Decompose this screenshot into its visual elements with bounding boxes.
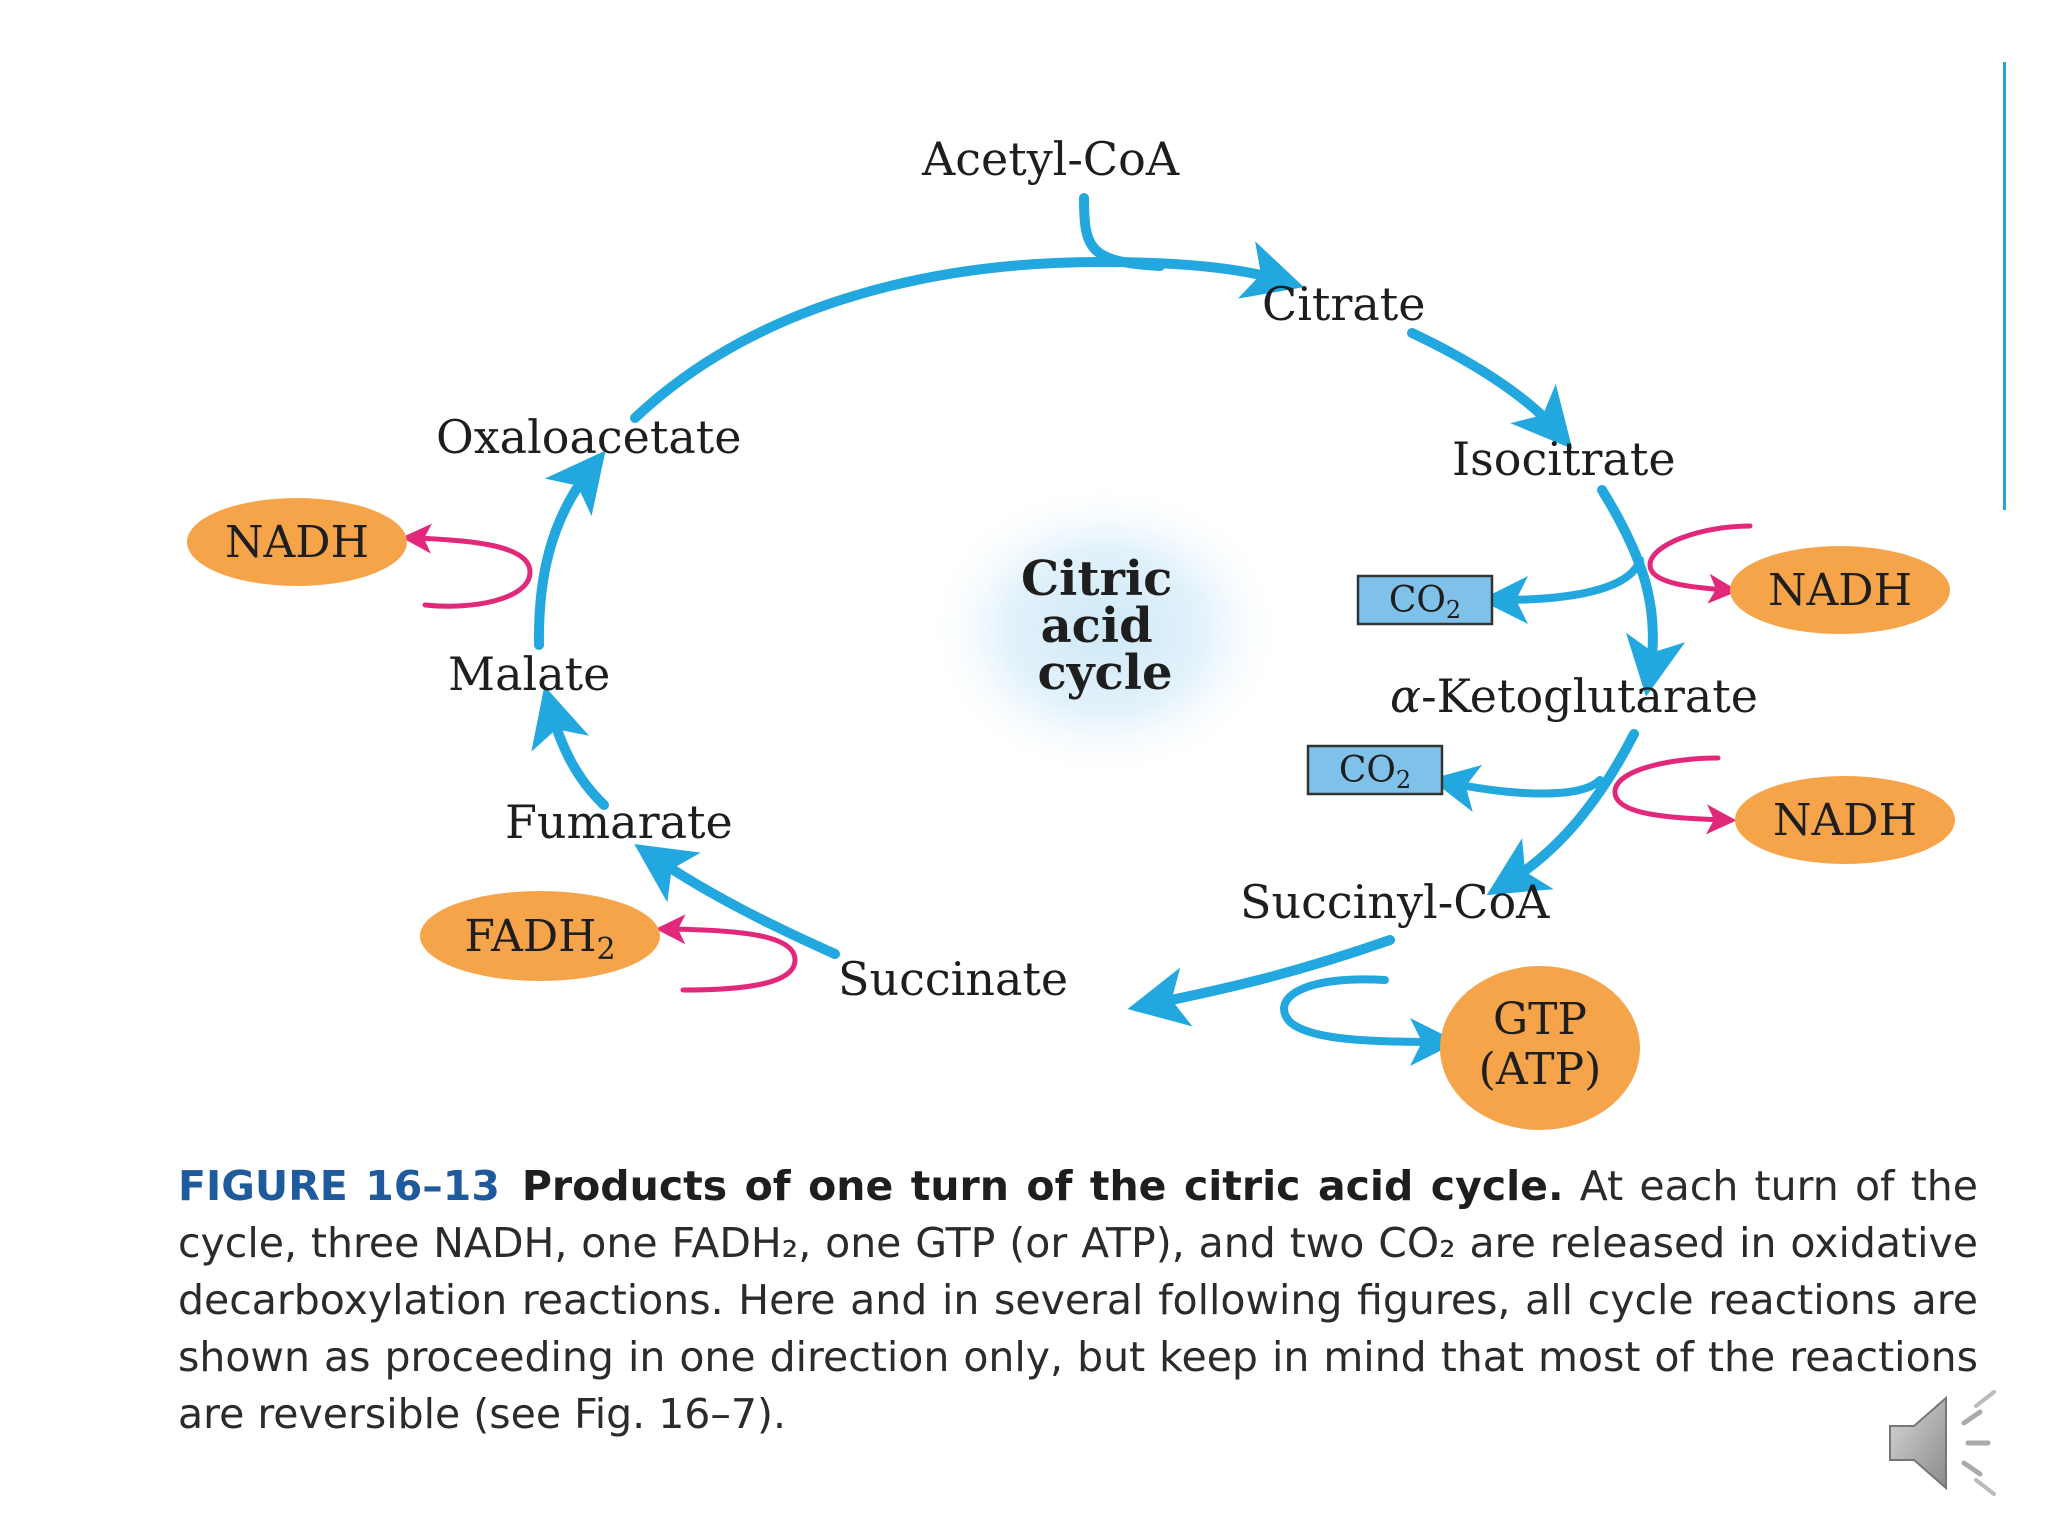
product-co2-1: CO2	[1356, 574, 1494, 626]
label-oxaloacetate: Oxaloacetate	[436, 410, 742, 464]
figure-title: Products of one turn of the citric acid …	[521, 1162, 1564, 1210]
pink-arrow-fadh2	[655, 914, 798, 993]
figure-number: FIGURE 16–13	[178, 1162, 500, 1210]
cycle-center-glow	[925, 480, 1285, 780]
arrow-citrate-to-isocitrate	[1407, 328, 1573, 449]
label-alpha-ketoglutarate: α-Ketoglutarate	[1390, 669, 1758, 723]
product-nadh-3: NADH	[1735, 776, 1955, 864]
svg-text:CO2: CO2	[1339, 750, 1411, 794]
pink-arrow-nadh-3	[1612, 755, 1737, 835]
arrow-isocitrate-co2-branch	[1480, 556, 1644, 624]
svg-text:NADH: NADH	[1768, 565, 1912, 616]
svg-text:NADH: NADH	[1773, 795, 1917, 846]
svg-text:(ATP): (ATP)	[1479, 1044, 1602, 1095]
label-fumarate: Fumarate	[505, 795, 733, 849]
svg-text:CO2: CO2	[1389, 580, 1461, 624]
figure-caption-text: At each turn of the cycle, three NADH, o…	[178, 1162, 1978, 1438]
pink-arrow-nadh-1	[401, 523, 533, 609]
arrow-oxaloacetate-to-citrate	[630, 241, 1304, 423]
speaker-icon[interactable]	[1884, 1378, 2024, 1508]
arrow-acetylcoa-in	[1079, 193, 1165, 271]
svg-text:NADH: NADH	[225, 517, 369, 568]
label-malate: Malate	[448, 647, 610, 701]
svg-text:FADH2: FADH2	[464, 911, 615, 967]
figure-caption: FIGURE 16–13 Products of one turn of the …	[178, 1158, 1978, 1443]
label-acetyl-coa: Acetyl-CoA	[921, 132, 1180, 186]
label-isocitrate: Isocitrate	[1452, 432, 1676, 486]
arrow-succinate-to-fumarate	[634, 844, 840, 959]
label-succinyl-coa: Succinyl-CoA	[1240, 875, 1550, 929]
product-nadh-2: NADH	[1730, 546, 1950, 634]
arrow-ketoglutarate-co2-branch	[1430, 764, 1604, 813]
product-co2-2: CO2	[1306, 744, 1444, 796]
arrow-fumarate-to-malate	[531, 685, 609, 810]
arrow-ketoglutarate-to-succinylcoa	[1486, 729, 1639, 896]
arrow-isocitrate-to-ketoglutarate	[1597, 485, 1686, 697]
product-fadh2: FADH2	[420, 891, 660, 981]
label-succinate: Succinate	[838, 952, 1068, 1006]
arrow-succinylcoa-to-succinate	[1127, 935, 1395, 1027]
label-citrate: Citrate	[1262, 277, 1426, 331]
pink-arrow-nadh-2	[1647, 523, 1753, 604]
arrow-malate-to-oxaloacetate	[533, 450, 606, 650]
product-gtp-atp: GTP (ATP)	[1440, 966, 1640, 1130]
arrow-gtp-branch	[1280, 975, 1458, 1066]
product-nadh-1: NADH	[187, 498, 407, 586]
svg-text:GTP: GTP	[1493, 994, 1587, 1045]
slide-accent-line	[2003, 62, 2006, 510]
cycle-center-label: Citric acid cycle	[1021, 551, 1189, 701]
